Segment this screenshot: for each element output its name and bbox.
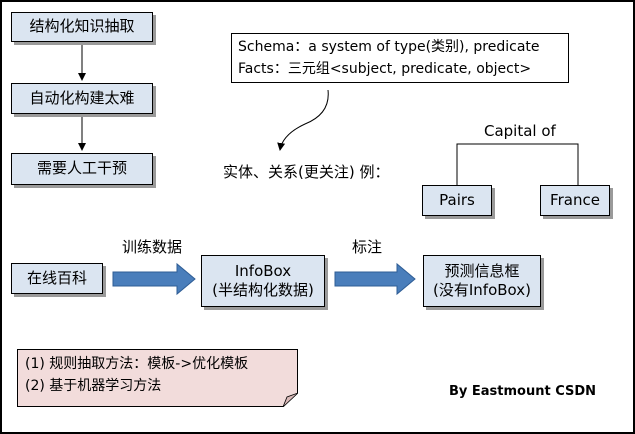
schema-line: Schema：a system of type(类别), predicate	[238, 39, 540, 55]
relation-node-pairs: Pairs	[422, 185, 492, 216]
credit-text: By Eastmount CSDN	[449, 384, 597, 399]
facts-line: Facts：三元组<subject, predicate, object>	[238, 61, 532, 77]
block-arrow-1	[112, 262, 196, 296]
note-folded-corner	[283, 393, 298, 407]
relation-node-pairs-label: Pairs	[439, 190, 475, 209]
flow-step-2-label: 自动化构建太难	[29, 88, 135, 107]
curved-arrow	[277, 89, 329, 151]
flow-step-manual-intervention: 需要人工干预	[11, 153, 153, 185]
relation-bracket	[456, 143, 579, 185]
infobox-subtitle: (半结构化数据)	[212, 281, 314, 299]
arrow-1-label: 训练数据	[122, 238, 183, 256]
relation-node-france: France	[540, 185, 610, 216]
schema-box: Schema：a system of type(类别), predicate F…	[231, 33, 569, 83]
method-2: (2) 基于机器学习方法	[25, 378, 162, 394]
pipeline-source-online-encyclopedia: 在线百科	[11, 263, 103, 294]
arrow-2-label: 标注	[352, 238, 383, 256]
flow-step-structured-extraction: 结构化知识抽取	[11, 12, 153, 42]
pipeline-infobox: InfoBox (半结构化数据)	[201, 255, 325, 307]
pipeline-source-label: 在线百科	[26, 268, 87, 287]
methods-note: (1) 规则抽取方法：模板->优化模板 (2) 基于机器学习方法	[17, 349, 298, 407]
infobox-title: InfoBox	[234, 261, 292, 280]
pipeline-predict-infobox: 预测信息框 (没有InfoBox)	[423, 255, 541, 307]
entity-relation-text: 实体、关系(更关注) 例：	[223, 163, 390, 181]
method-1: (1) 规则抽取方法：模板->优化模板	[25, 356, 249, 372]
flow-step-3-label: 需要人工干预	[36, 159, 127, 178]
block-arrow-2	[334, 262, 416, 296]
flow-step-auto-build: 自动化构建太难	[11, 83, 153, 114]
relation-label: Capital of	[484, 122, 556, 140]
relation-node-france-label: France	[550, 190, 600, 209]
flow-step-1-label: 结构化知识抽取	[29, 17, 135, 36]
predict-title: 预测信息框	[444, 261, 520, 280]
predict-subtitle: (没有InfoBox)	[433, 281, 531, 299]
